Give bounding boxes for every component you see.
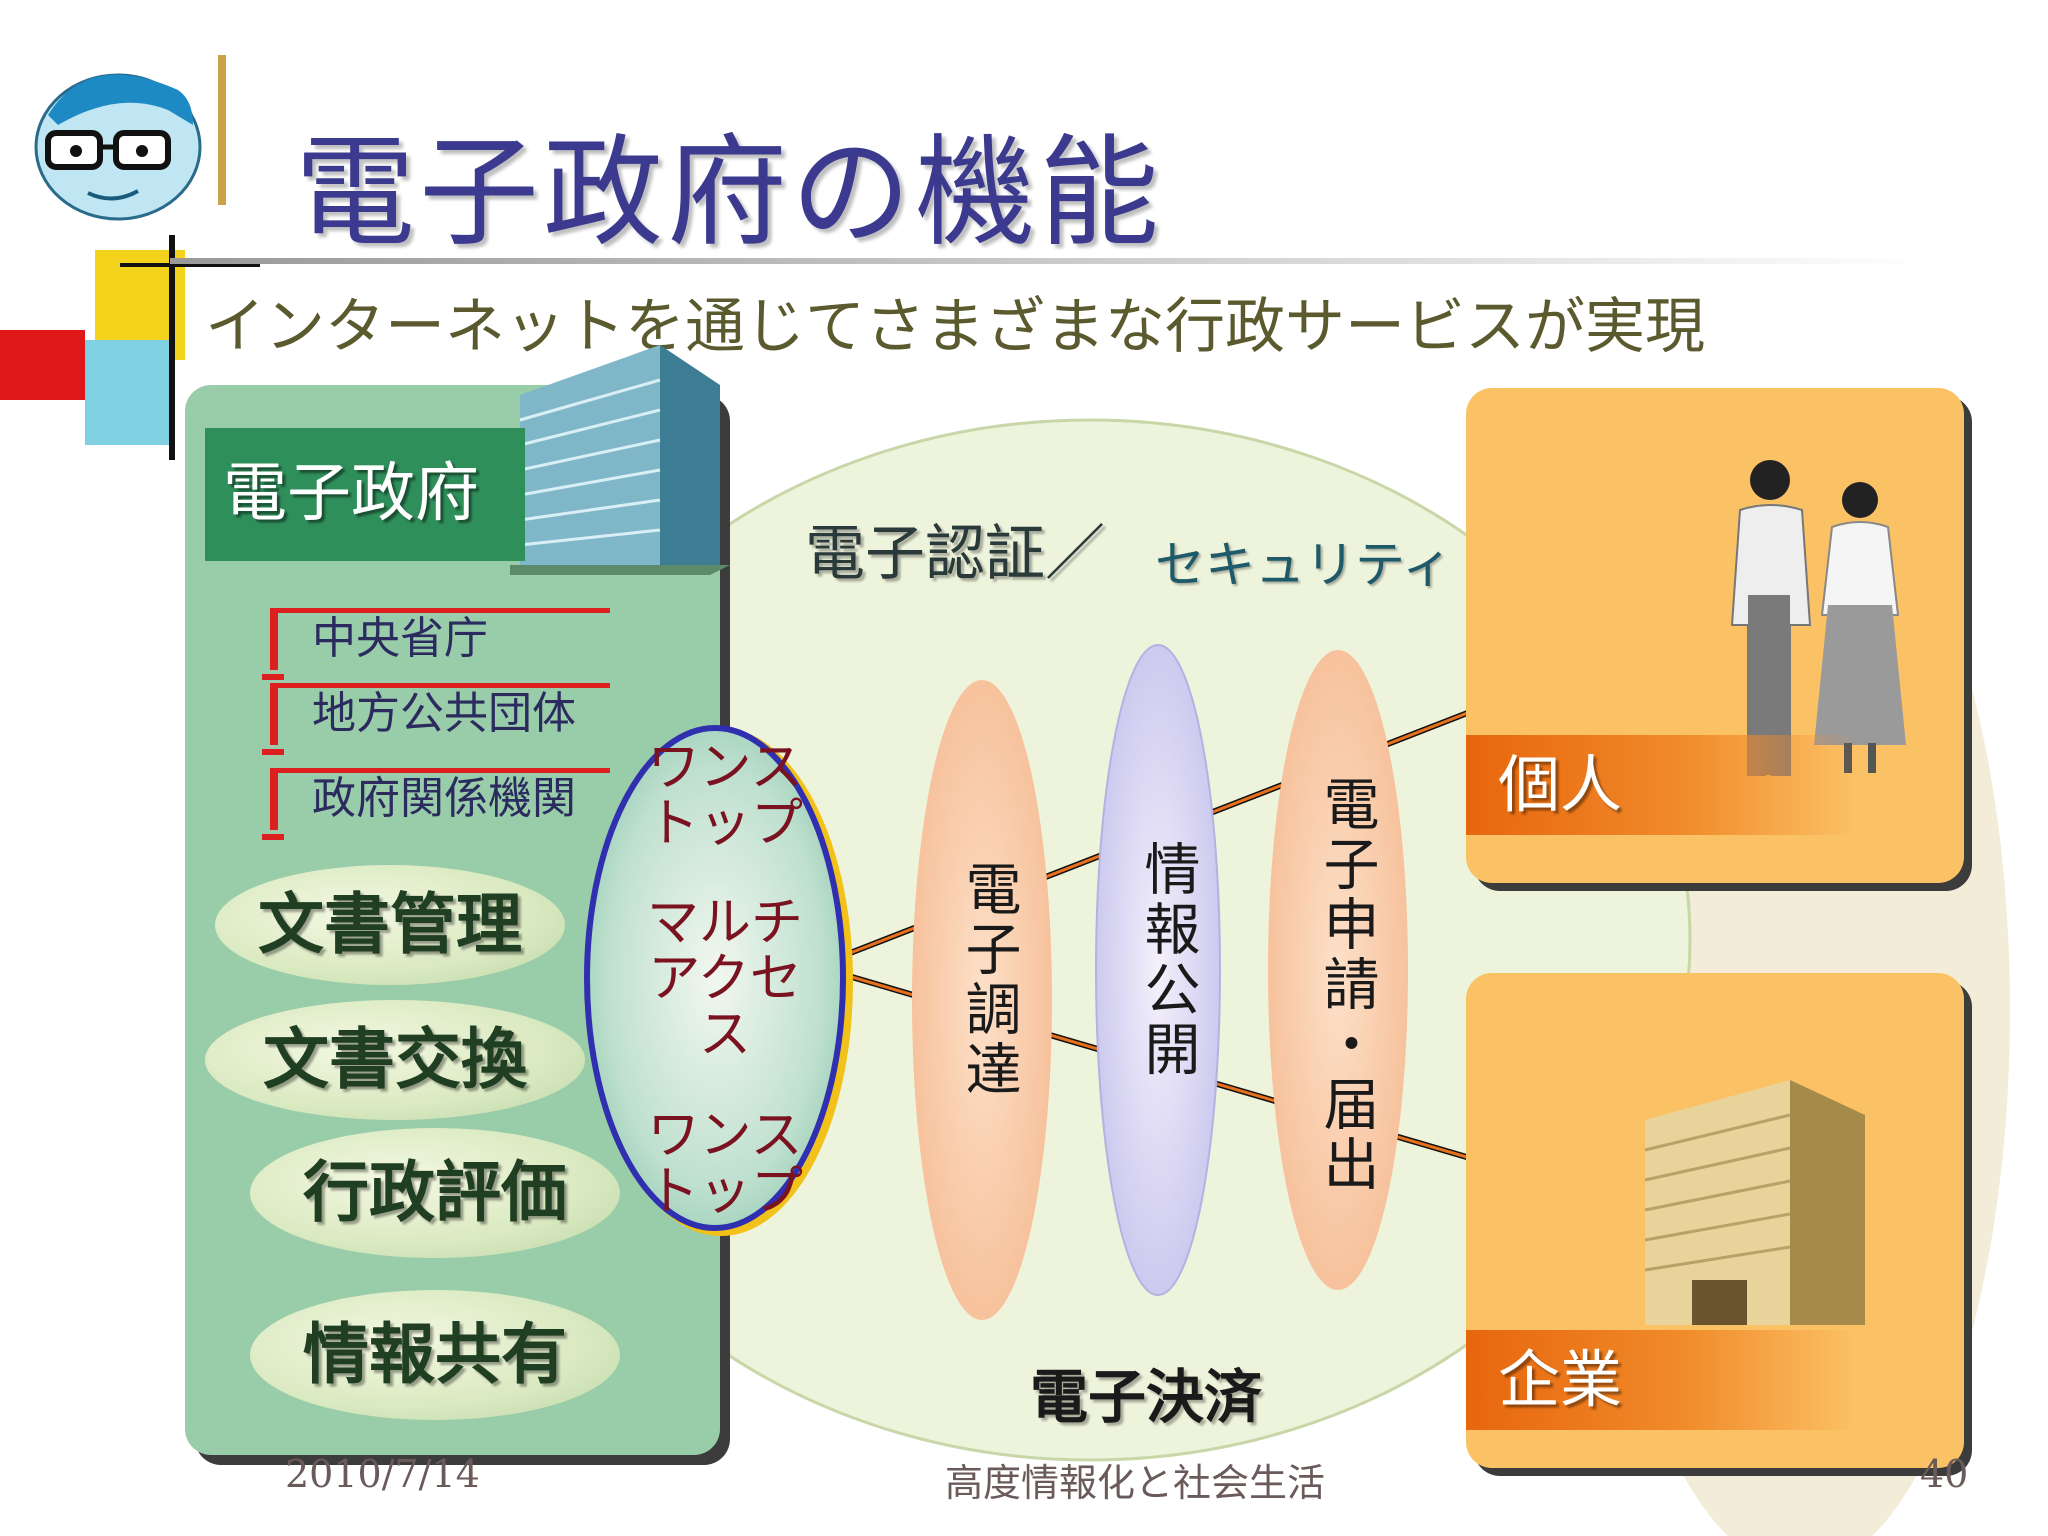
business-tag: 企業 bbox=[1466, 1330, 1856, 1430]
service-e-procurement: 電子調達 bbox=[956, 860, 1021, 1100]
page-subtitle: インターネットを通じてさまざまな行政サービスが実現 bbox=[205, 292, 1705, 362]
service-e-application: 電子申請・届出 bbox=[1314, 775, 1379, 1195]
org-label: 地方公共団体 bbox=[312, 688, 576, 739]
function-information-sharing: 情報共有 bbox=[250, 1290, 620, 1420]
corner-decoration bbox=[0, 235, 260, 460]
e-payment-label: 電子決済 bbox=[1030, 1363, 1263, 1431]
multi-access-text: マルチ アクセ ス bbox=[646, 893, 803, 1065]
function-administrative-evaluation: 行政評価 bbox=[250, 1128, 620, 1258]
one-stop-bottom-text: ワンス トップ bbox=[646, 1106, 803, 1222]
e-government-label: 電子政府 bbox=[205, 428, 525, 561]
e-authentication-label: 電子認証／ bbox=[805, 519, 1105, 589]
org-government-agencies: 政府関係機関 bbox=[262, 768, 622, 840]
mascot-face-icon bbox=[34, 55, 226, 221]
service-information-disclosure: 情報公開 bbox=[1135, 840, 1200, 1080]
function-document-exchange: 文書交換 bbox=[205, 1000, 585, 1120]
disclosure-ellipse bbox=[1095, 644, 1221, 1296]
individual-tag: 個人 bbox=[1466, 735, 1856, 835]
footer-course: 高度情報化と社会生活 bbox=[945, 1461, 1326, 1505]
couple-people-icon bbox=[1730, 460, 1906, 776]
service-ellipses bbox=[912, 644, 1408, 1320]
title-underline bbox=[170, 258, 1930, 264]
footer-date: 2010/7/14 bbox=[285, 1452, 480, 1496]
access-ellipse bbox=[584, 725, 853, 1236]
security-label: セキュリティ bbox=[1155, 536, 1452, 594]
page-title: 電子政府の機能 bbox=[295, 124, 1163, 263]
application-ellipse bbox=[1268, 650, 1408, 1290]
org-central-ministries: 中央省庁 bbox=[262, 608, 622, 680]
footer-page-number: 40 bbox=[1920, 1452, 1969, 1496]
procurement-ellipse bbox=[912, 680, 1052, 1320]
org-label: 政府関係機関 bbox=[312, 773, 576, 824]
function-document-management: 文書管理 bbox=[215, 865, 565, 985]
one-stop-top-text: ワンス トップ bbox=[646, 738, 803, 854]
office-tower-icon bbox=[510, 345, 730, 575]
org-label: 中央省庁 bbox=[312, 613, 488, 664]
org-local-governments: 地方公共団体 bbox=[262, 683, 622, 755]
company-building-icon bbox=[1644, 1080, 1865, 1325]
